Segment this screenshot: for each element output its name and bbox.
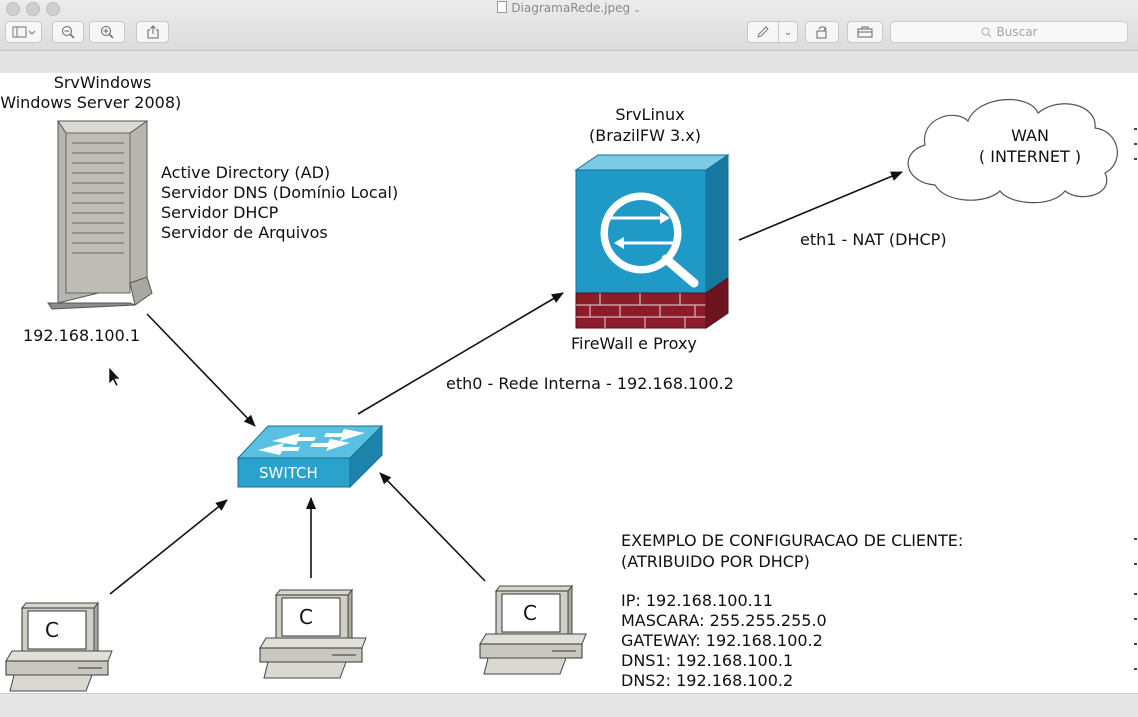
srvlinux-name: SrvLinux [615, 105, 685, 124]
srvwindows-os: (Windows Server 2008) [0, 93, 182, 112]
search-input[interactable]: Buscar [890, 21, 1128, 43]
wan-label: WAN [1011, 126, 1049, 145]
arrow-firewall-to-wan [738, 171, 903, 241]
arrow-server-to-switch [146, 313, 256, 427]
zoom-out-button[interactable] [52, 21, 84, 43]
srvwindows-role-1: Active Directory (AD) [161, 163, 331, 182]
arrow-switch-to-firewall [357, 292, 564, 415]
arrow-pc1-to-switch [109, 499, 228, 595]
toolbox-icon [857, 26, 873, 38]
srvwindows-name: SrvWindows [53, 73, 152, 92]
srvwindows-ip: 192.168.100.1 [23, 326, 141, 345]
wan-cloud-icon [907, 98, 1118, 204]
close-window-button[interactable] [6, 2, 20, 16]
srvlinux-os: (BrazilFW 3.x) [589, 126, 701, 145]
window-titlebar: DiagramaRede.jpeg⌄ ⌄ Buscar [0, 0, 1138, 51]
client-config-mask: MASCARA: 255.255.255.0 [621, 611, 827, 630]
toolbox-button[interactable] [847, 21, 883, 43]
client-config-subtitle: (ATRIBUIDO POR DHCP) [621, 552, 810, 571]
client-pc-2-label: C [299, 605, 313, 629]
image-viewport[interactable]: SrvWindows (Windows Server 2008) Active … [0, 73, 1138, 693]
sidebar-toggle-button[interactable] [5, 21, 42, 43]
client-config-title: EXEMPLO DE CONFIGURACAO DE CLIENTE: [621, 531, 964, 550]
markup-button[interactable] [747, 21, 779, 43]
network-switch-icon [236, 424, 384, 489]
mouse-cursor-icon [108, 366, 121, 387]
zoom-in-button[interactable] [89, 21, 125, 43]
eth1-label: eth1 - NAT (DHCP) [800, 230, 947, 249]
window-title[interactable]: DiagramaRede.jpeg⌄ [0, 0, 1138, 19]
windows-server-icon [47, 120, 153, 310]
cropped-edge-marks [1133, 73, 1138, 693]
srvwindows-role-3: Servidor DHCP [161, 203, 279, 222]
zoom-out-icon [62, 26, 75, 39]
srvwindows-role-2: Servidor DNS (Domínio Local) [161, 183, 399, 202]
document-icon [497, 1, 508, 13]
minimize-window-button[interactable] [26, 2, 40, 16]
markup-menu-button[interactable]: ⌄ [778, 21, 798, 43]
client-pc-3-label: C [523, 601, 537, 625]
toolbar-separator [0, 51, 1138, 73]
client-pc-1-label: C [45, 618, 59, 642]
client-pc-1-icon [5, 601, 113, 692]
share-icon [147, 25, 158, 39]
zoom-in-icon [101, 26, 114, 39]
sidebar-icon [12, 26, 35, 38]
pen-icon [757, 26, 769, 38]
rotate-button[interactable] [805, 21, 839, 43]
zoom-window-button[interactable] [46, 2, 60, 16]
client-pc-2-icon [259, 588, 367, 679]
network-diagram [5, 98, 1118, 692]
client-config-dns1: DNS1: 192.168.100.1 [621, 651, 794, 670]
rotate-icon [816, 26, 827, 39]
search-icon [981, 27, 991, 37]
search-placeholder: Buscar [996, 25, 1038, 39]
client-config-ip: IP: 192.168.100.11 [621, 591, 774, 610]
firewall-icon [574, 154, 730, 329]
chevron-down-icon: ⌄ [633, 5, 641, 15]
srvwindows-role-4: Servidor de Arquivos [161, 223, 328, 242]
client-config-dns2: DNS2: 192.168.100.2 [621, 671, 794, 690]
wan-internet-label: ( INTERNET ) [978, 147, 1082, 166]
eth0-label: eth0 - Rede Interna - 192.168.100.2 [446, 374, 734, 393]
switch-label: SWITCH [259, 464, 318, 482]
chevron-down-icon: ⌄ [783, 26, 793, 38]
window-bottom-bar [0, 693, 1138, 717]
share-button[interactable] [136, 21, 169, 43]
client-pc-3-icon [479, 584, 587, 675]
arrow-pc3-to-switch [379, 472, 486, 582]
client-config-gateway: GATEWAY: 192.168.100.2 [621, 631, 823, 650]
srvlinux-role: FireWall e Proxy [571, 334, 697, 353]
